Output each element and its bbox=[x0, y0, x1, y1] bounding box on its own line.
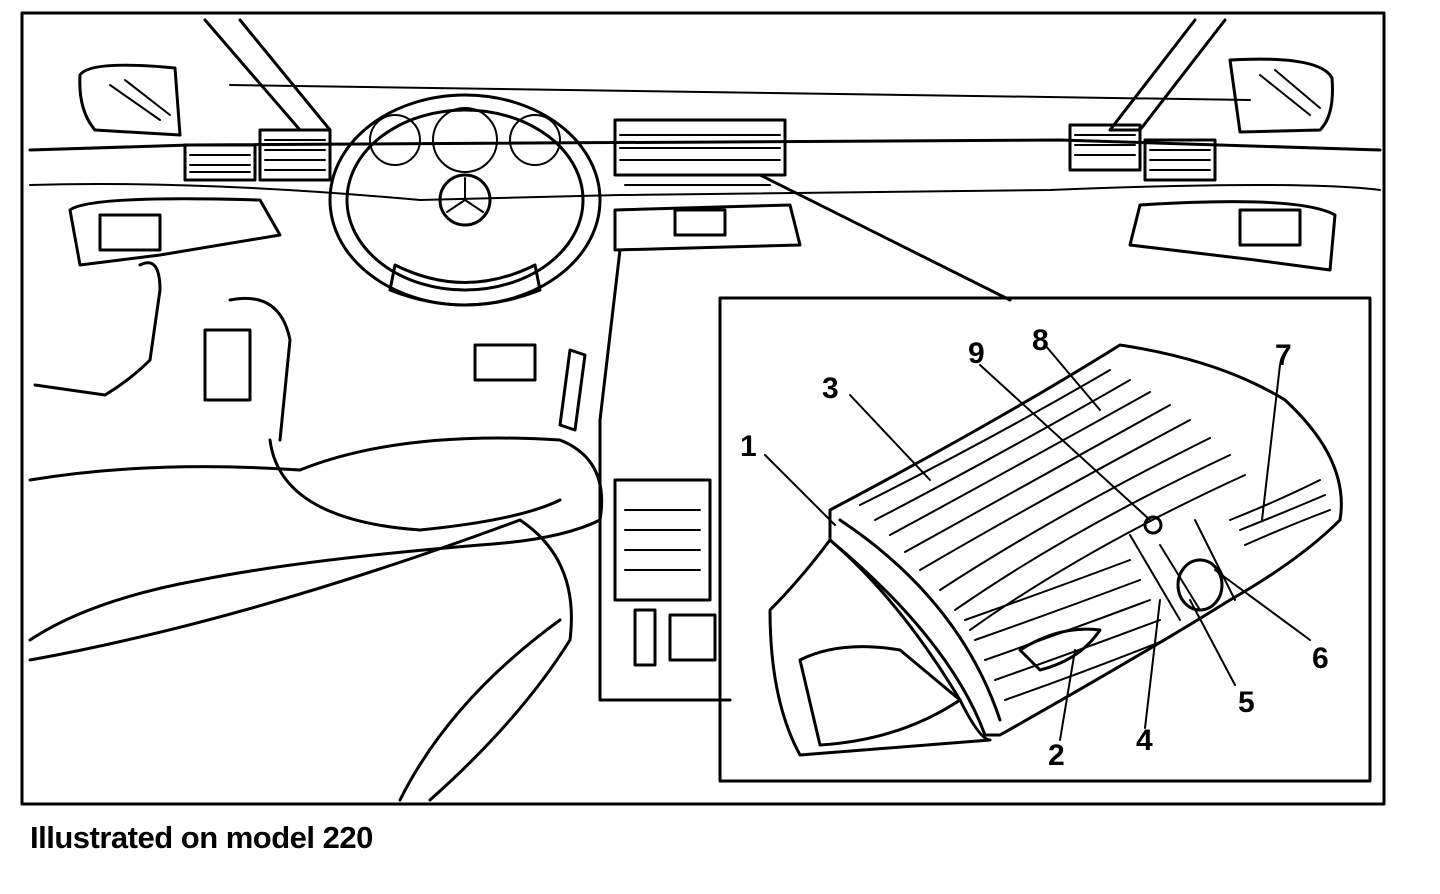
leader-lines bbox=[764, 344, 1311, 741]
callout-6: 6 bbox=[1312, 642, 1329, 675]
callout-1: 1 bbox=[740, 430, 757, 463]
callout-3: 3 bbox=[822, 372, 839, 405]
vent-assembly-detail bbox=[768, 343, 1343, 757]
callout-9: 9 bbox=[968, 337, 985, 370]
callout-7: 7 bbox=[1275, 339, 1292, 372]
callout-4: 4 bbox=[1136, 724, 1153, 757]
callout-2: 2 bbox=[1048, 739, 1065, 772]
inset-frame bbox=[718, 296, 1372, 783]
car-interior-illustration bbox=[28, 18, 1382, 802]
callout-8: 8 bbox=[1032, 324, 1049, 357]
callout-5: 5 bbox=[1238, 686, 1255, 719]
diagram-frame bbox=[20, 11, 1386, 806]
figure-caption: Illustrated on model 220 bbox=[30, 820, 373, 855]
